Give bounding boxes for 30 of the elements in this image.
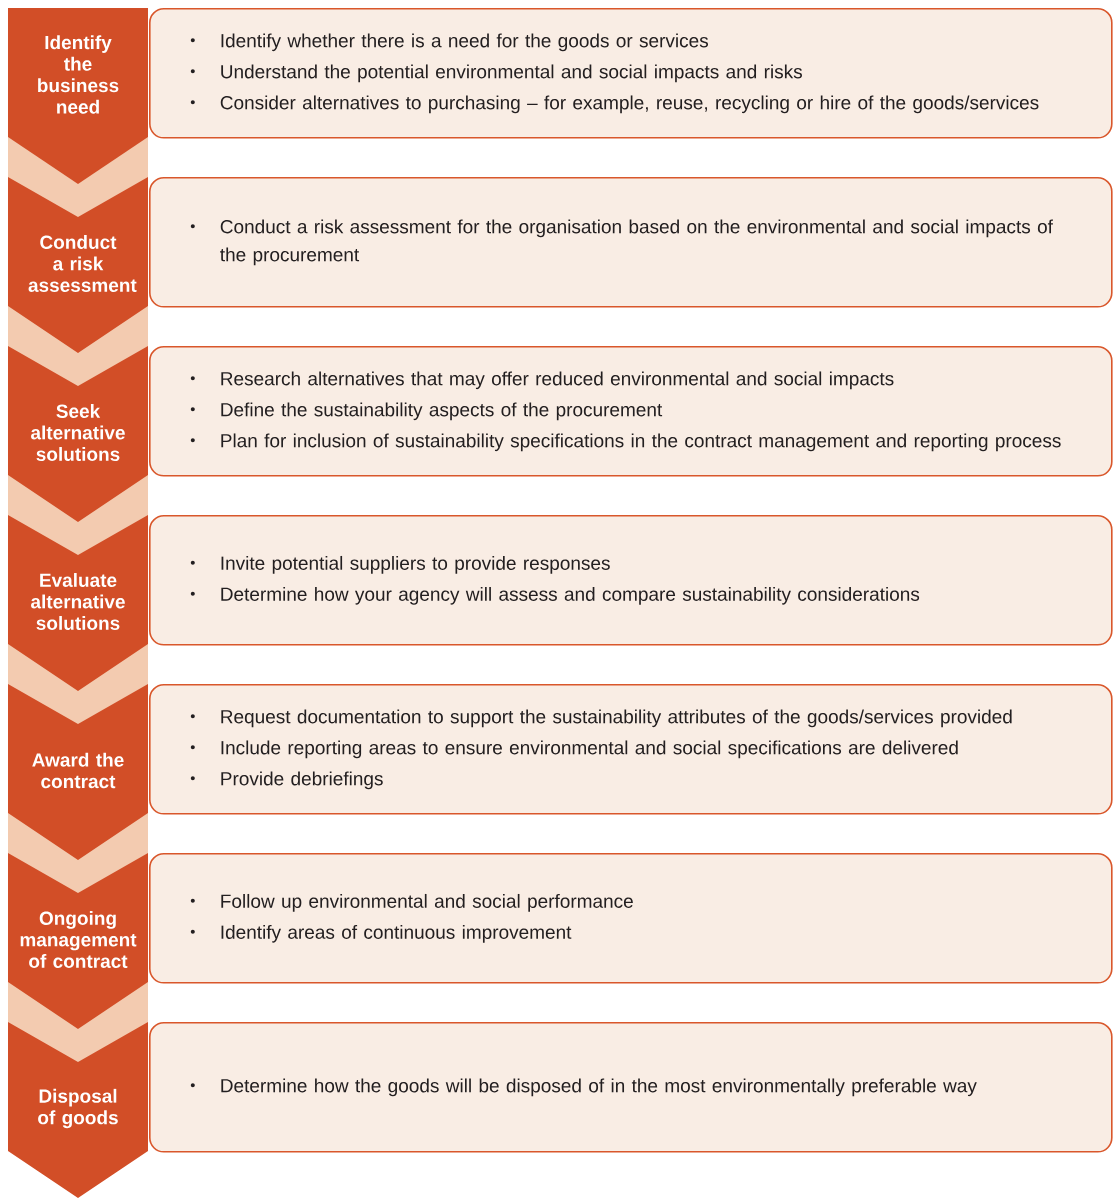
content-box — [149, 8, 1113, 139]
bullet-item: Provide debriefings — [190, 771, 383, 790]
bullet-item: Define the sustainability aspects of the procurement — [190, 402, 663, 421]
chevron-step: Identify the business need — [8, 8, 148, 217]
content-box — [149, 515, 1113, 646]
bullet-item: Conduct a risk assessment for the organisation based on the environmental and social impacts of the procurement — [190, 219, 1053, 266]
node-label: Ongoing management of contract — [20, 911, 137, 968]
chevron-step: Disposal of goods — [8, 1022, 148, 1198]
bullet-item: Identify areas of continuous improvement — [190, 924, 572, 943]
bullet-item: Research alternatives that may offer reduced environmental and social impacts — [190, 371, 894, 390]
node-label: Evaluate alternative solutions — [31, 573, 125, 630]
bullet-item: Identify whether there is a need for the goods or services — [190, 33, 708, 52]
content-box — [149, 684, 1113, 815]
node-label: Award the contract — [32, 752, 124, 789]
content-box — [149, 346, 1113, 477]
bullet-item: Plan for inclusion of sustainability specifications in the contract management and reporting process — [190, 433, 1061, 452]
content-box — [149, 177, 1113, 308]
node-label: Conduct a risk assessment — [28, 235, 137, 292]
bullet-item: Consider alternatives to purchasing – for example, reuse, recycling or hire of the goods/services — [190, 95, 1039, 114]
bullet-item: Follow up environmental and social performance — [190, 893, 633, 912]
bullet-item: Understand the potential environmental and social impacts and risks — [190, 64, 802, 83]
node-label: Seek alternative solutions — [31, 404, 125, 461]
content-box — [149, 853, 1113, 984]
bullet-item: Determine how the goods will be disposed of in the most environmentally preferable way — [190, 1078, 977, 1097]
content-box — [149, 1022, 1113, 1153]
bullet-item: Determine how your agency will assess and compare sustainability considerations — [190, 586, 920, 605]
bullet-item: Request documentation to support the sustainability attributes of the goods/services provided — [190, 709, 1012, 728]
bullet-item: Invite potential suppliers to provide responses — [190, 555, 610, 574]
bullet-item: Include reporting areas to ensure environmental and social specifications are delivered — [190, 740, 958, 759]
node-label: Identify the business need — [38, 35, 119, 114]
